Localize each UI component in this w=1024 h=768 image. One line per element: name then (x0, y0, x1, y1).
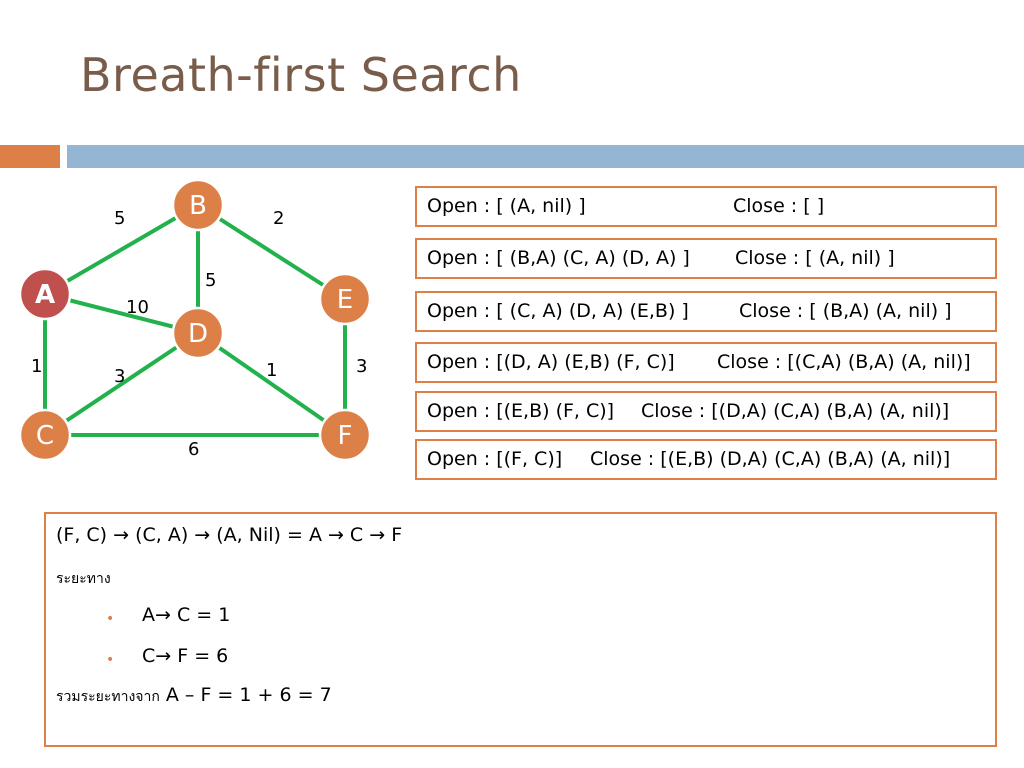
open-list: Open : [ (C, A) (D, A) (E,B) ] (427, 300, 689, 322)
node-label-f: F (338, 421, 353, 451)
step-3: Open : [ (C, A) (D, A) (E,B) ] Close : [… (415, 291, 997, 332)
bullet-icon: • (106, 611, 115, 627)
open-list: Open : [ (B,A) (C, A) (D, A) ] (427, 247, 690, 269)
weight-a-b: 5 (114, 208, 125, 229)
slide-title: Breath-first Search (80, 48, 522, 102)
node-d (171, 306, 225, 360)
open-list: Open : [(E,B) (F, C)] (427, 400, 615, 422)
edge-a-b (43, 203, 200, 296)
node-label-b: B (189, 191, 207, 221)
distance-c-f: C→ F = 6 (142, 645, 229, 667)
close-list: Close : [ ] (733, 195, 825, 217)
weighted-graph: 5 2 5 10 1 3 1 3 6 A B C D E F (18, 178, 372, 462)
close-list: Close : [(C,A) (B,A) (A, nil)] (717, 351, 971, 373)
node-f (318, 408, 372, 462)
weight-a-c: 1 (31, 356, 42, 377)
weight-e-f: 3 (356, 356, 367, 377)
step-4: Open : [(D, A) (E,B) (F, C)] Close : [(C… (415, 342, 997, 383)
close-list: Close : [(D,A) (C,A) (B,A) (A, nil)] (641, 400, 950, 422)
step-1: Open : [ (A, nil) ] Close : [ ] (415, 186, 997, 227)
weight-b-e: 2 (273, 208, 284, 229)
weight-a-d: 10 (126, 297, 149, 318)
edge-a-d (44, 292, 199, 335)
accent-bar-orange (0, 145, 60, 168)
weight-d-f: 1 (266, 360, 277, 381)
weight-c-f: 6 (188, 439, 199, 460)
edge-d-f (196, 331, 347, 437)
edge-c-d (43, 331, 200, 437)
node-a (18, 267, 72, 321)
step-2: Open : [ (B,A) (C, A) (D, A) ] Close : [… (415, 238, 997, 279)
edge-b-e (196, 203, 347, 301)
path-summary: (F, C) → (C, A) → (A, Nil) = A → C → F ร… (44, 512, 997, 747)
accent-bar-blue (67, 145, 1024, 168)
close-list: Close : [ (A, nil) ] (735, 247, 895, 269)
close-list: Close : [ (B,A) (A, nil) ] (739, 300, 952, 322)
node-label-c: C (36, 421, 54, 451)
node-label-a: A (35, 280, 55, 310)
close-list: Close : [(E,B) (D,A) (C,A) (B,A) (A, nil… (590, 448, 951, 470)
node-e (318, 272, 372, 326)
open-list: Open : [ (A, nil) ] (427, 195, 586, 217)
step-5: Open : [(E,B) (F, C)] Close : [(D,A) (C,… (415, 391, 997, 432)
node-label-e: E (337, 285, 353, 315)
total-value: A – F = 1 + 6 = 7 (159, 684, 332, 706)
distance-a-c: A→ C = 1 (142, 604, 231, 626)
total-distance: รวมระยะทางจาก A – F = 1 + 6 = 7 (56, 684, 332, 708)
path-trace: (F, C) → (C, A) → (A, Nil) = A → C → F (56, 524, 403, 546)
node-b (171, 178, 225, 232)
step-6: Open : [(F, C)] Close : [(E,B) (D,A) (C,… (415, 439, 997, 480)
open-list: Open : [(F, C)] (427, 448, 563, 470)
distance-label: ระยะทาง (56, 571, 111, 587)
node-label-d: D (188, 319, 208, 349)
node-c (18, 408, 72, 462)
weight-c-d: 3 (114, 366, 125, 387)
bullet-icon: • (106, 652, 115, 668)
open-list: Open : [(D, A) (E,B) (F, C)] (427, 351, 675, 373)
weight-b-d: 5 (205, 270, 216, 291)
total-prefix: รวมระยะทางจาก (56, 689, 160, 705)
